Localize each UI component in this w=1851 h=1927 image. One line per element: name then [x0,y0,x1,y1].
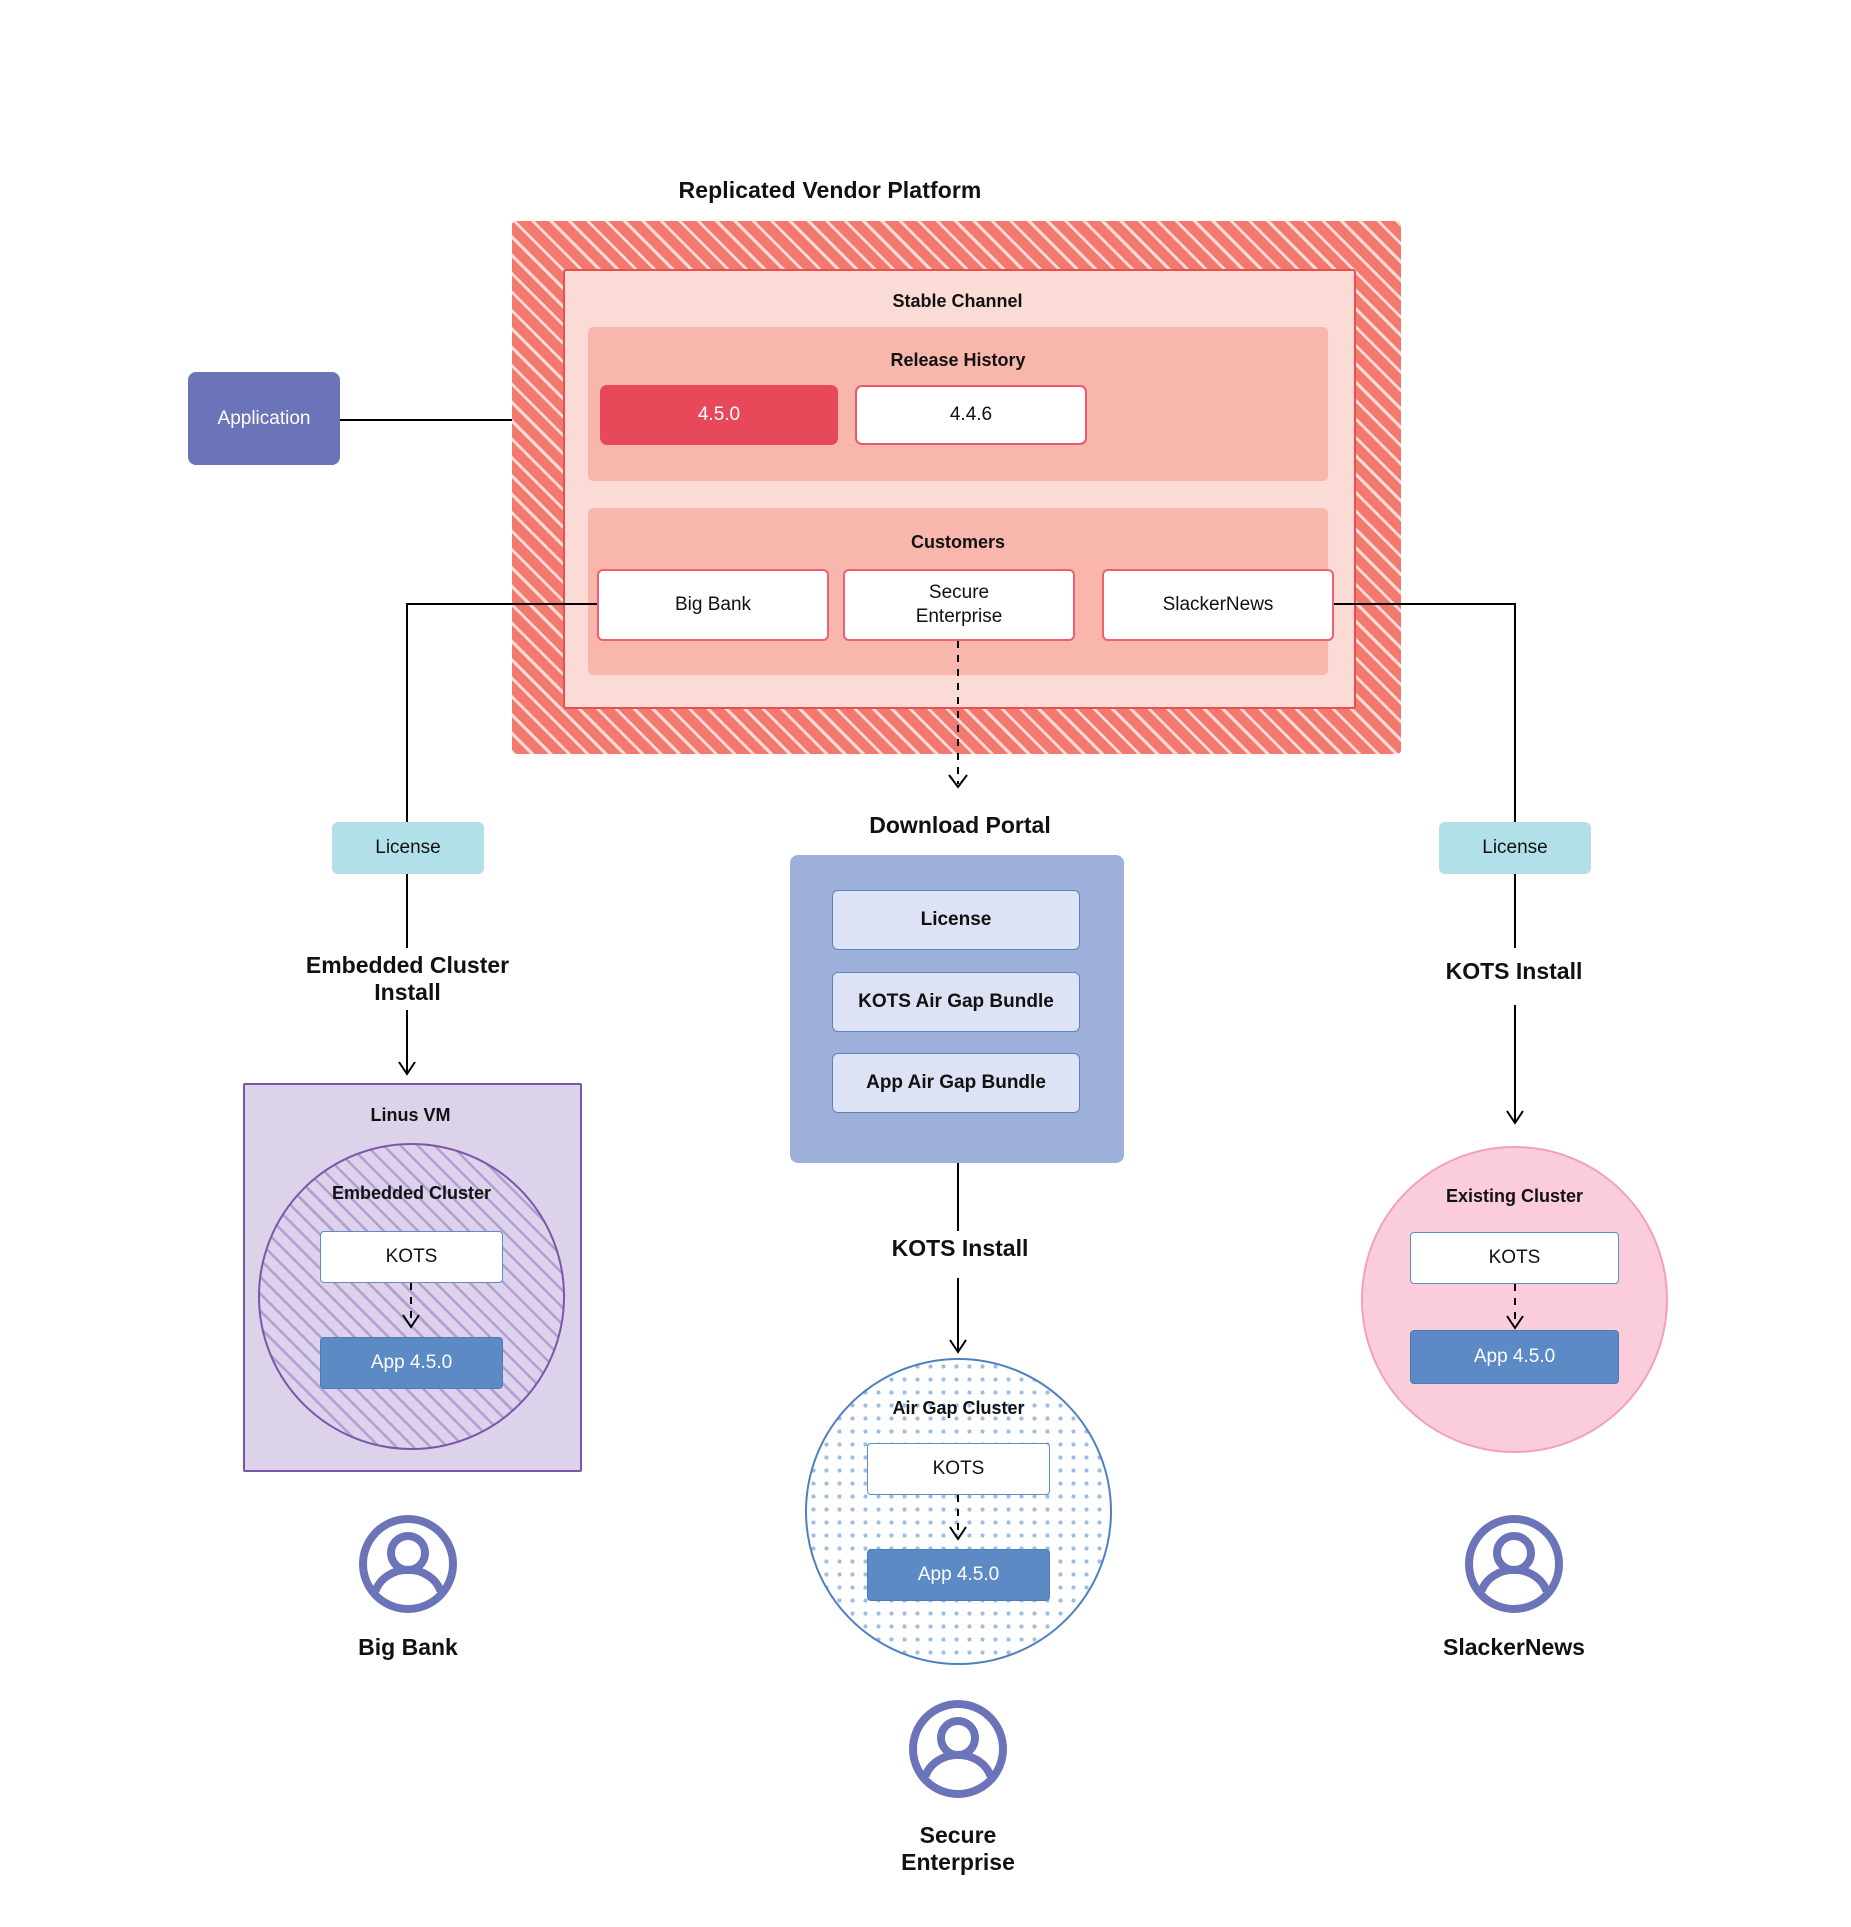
kots-box-embedded[interactable]: KOTS [320,1231,503,1283]
actor-label-secure-enterprise: Secure Enterprise [901,1821,1015,1875]
download-portal-title: Download Portal [869,812,1051,839]
customer-chip-slackernews[interactable]: SlackerNews [1102,569,1334,641]
connector-portal-down [957,1163,959,1231]
actor-label-slackernews: SlackerNews [1443,1634,1585,1661]
portal-item-app-air-gap-bundle[interactable]: App Air Gap Bundle [832,1053,1080,1113]
avatar-big-bank [356,1512,460,1616]
linux-vm-title: Linus VM [370,1104,451,1125]
license-chip-right[interactable]: License [1439,822,1591,874]
app-box-airgap[interactable]: App 4.5.0 [867,1549,1050,1601]
connector-to-airgap-cluster [949,1278,967,1354]
embedded-cluster-title: Embedded Cluster [331,1182,492,1203]
flow-label-kots-install-right: KOTS Install [1445,958,1583,985]
avatar-secure-enterprise [906,1697,1010,1801]
connector-license-right-down [1514,874,1516,948]
actor-label-big-bank: Big Bank [358,1634,458,1661]
avatar-slackernews [1462,1512,1566,1616]
flow-label-embedded-cluster-install: Embedded Cluster Install [305,951,510,1005]
embedded-cluster-circle [258,1143,565,1450]
air-gap-cluster-title: Air Gap Cluster [892,1397,1025,1418]
connector-license-left-down [406,874,408,948]
connector-kots-to-app-airgap [949,1495,967,1541]
kots-box-airgap[interactable]: KOTS [867,1443,1050,1495]
app-box-existing[interactable]: App 4.5.0 [1410,1330,1619,1384]
application-box[interactable]: Application [188,372,340,465]
customer-chip-big-bank[interactable]: Big Bank [597,569,829,641]
connector-to-existing-cluster [1506,1005,1524,1125]
portal-item-license[interactable]: License [832,890,1080,950]
kots-box-existing[interactable]: KOTS [1410,1232,1619,1284]
existing-cluster-title: Existing Cluster [1445,1185,1584,1206]
connector-kots-to-app-existing [1506,1284,1524,1330]
connector-kots-to-app-embedded [402,1283,420,1329]
license-chip-left[interactable]: License [332,822,484,874]
connector-secure-enterprise-to-portal [948,641,968,789]
customers-title: Customers [910,531,1006,552]
release-chip-current[interactable]: 4.5.0 [600,385,838,445]
diagram-title: Replicated Vendor Platform [678,176,982,203]
connector-to-linux-vm [398,1010,416,1076]
connector-slackernews-to-license [1334,603,1516,823]
stable-channel-title: Stable Channel [892,290,1023,311]
app-box-embedded[interactable]: App 4.5.0 [320,1337,503,1389]
customer-chip-secure-enterprise[interactable]: Secure Enterprise [843,569,1075,641]
flow-label-kots-install-center: KOTS Install [891,1235,1029,1262]
portal-item-kots-air-gap-bundle[interactable]: KOTS Air Gap Bundle [832,972,1080,1032]
release-history-title: Release History [890,349,1026,370]
connector-big-bank-to-license [406,603,597,823]
release-chip-past[interactable]: 4.4.6 [855,385,1087,445]
